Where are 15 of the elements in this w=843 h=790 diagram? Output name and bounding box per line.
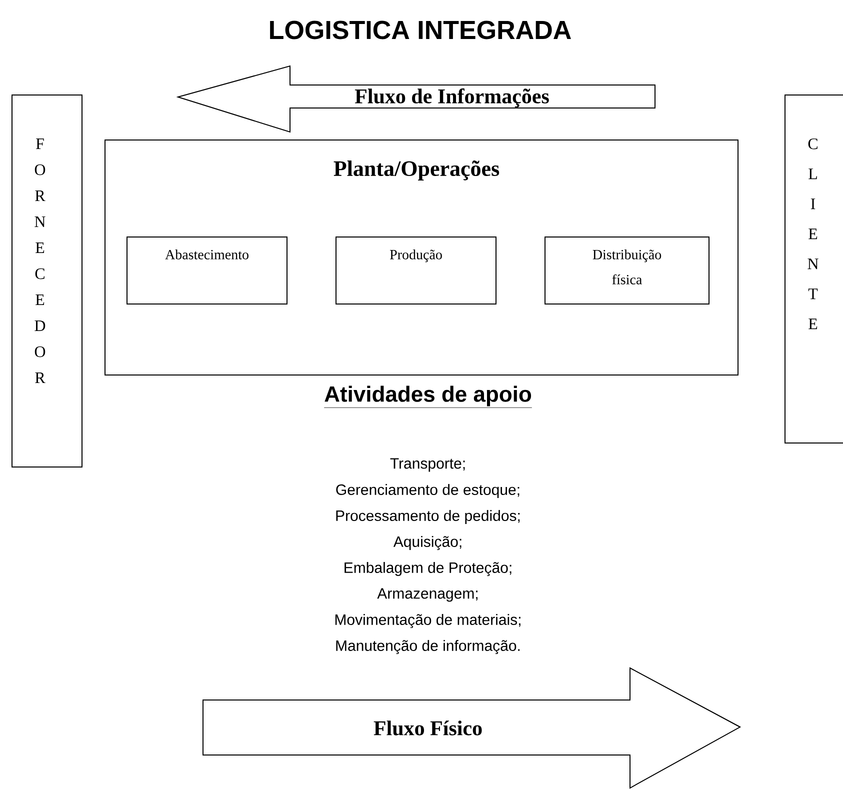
list-item: Transporte; <box>390 458 465 472</box>
list-item: Manutenção de informação. <box>336 640 520 654</box>
list-item: Processamento de pedidos; <box>336 510 520 524</box>
vertical-text-box: C L I E N T E <box>784 94 843 444</box>
list-item: Embalagem de Proteção; <box>344 562 512 576</box>
list-item: Aquisição; <box>393 536 462 550</box>
process-box: Abastecimento <box>126 236 288 304</box>
process-box: Distribuição física <box>544 236 710 304</box>
title: LOGISTICA INTEGRADA <box>270 20 571 40</box>
list-item: Armazenagem; <box>377 588 478 602</box>
list-item: Gerenciamento de estoque; <box>336 484 520 498</box>
process-box: Produção <box>336 236 496 304</box>
vertical-text-box: F O R N E C E D O R <box>12 94 82 468</box>
list-item: Movimentação de materiais; <box>335 614 520 628</box>
heading: Atividades de apoio <box>324 386 532 408</box>
